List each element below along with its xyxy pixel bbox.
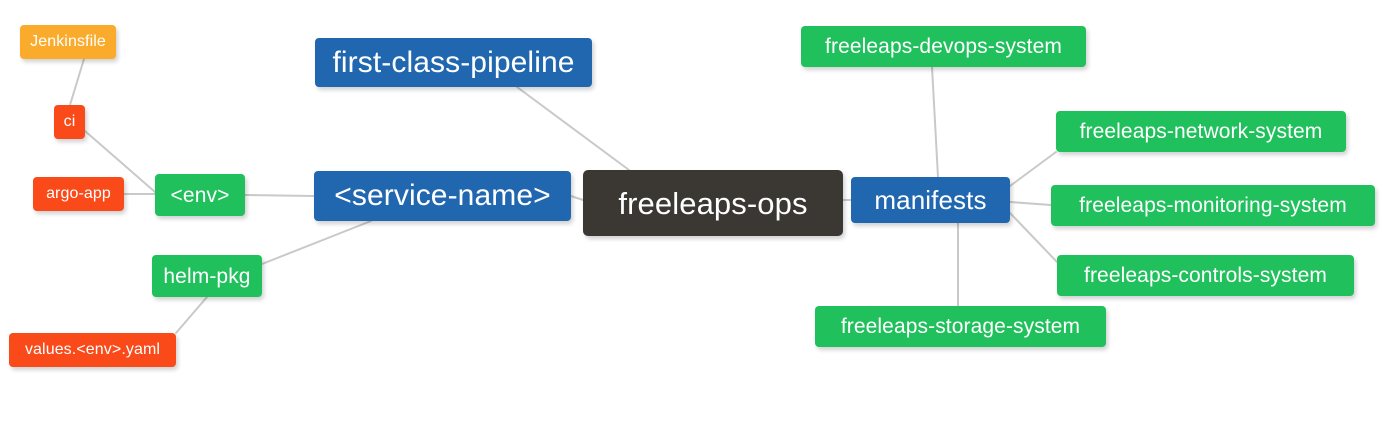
mindmap-node-monitoring-system[interactable]: freeleaps-monitoring-system: [1051, 185, 1375, 226]
mindmap-node-storage-system[interactable]: freeleaps-storage-system: [815, 306, 1106, 347]
edge-env-to-service-name: [244, 194, 315, 197]
mindmap-node-first-class-pipeline[interactable]: first-class-pipeline: [315, 38, 592, 87]
edge-manifests-to-network-system: [1009, 151, 1057, 187]
mindmap-node-ci[interactable]: ci: [54, 105, 85, 139]
mindmap-node-controls-system[interactable]: freeleaps-controls-system: [1057, 255, 1354, 296]
mindmap-node-manifests[interactable]: manifests: [851, 177, 1010, 223]
edge-jenkinsfile-to-ci: [69, 58, 85, 106]
mindmap-node-service-name[interactable]: <service-name>: [314, 171, 571, 221]
mindmap-node-network-system[interactable]: freeleaps-network-system: [1056, 111, 1346, 152]
edge-helm-pkg-to-service-name: [261, 220, 372, 265]
mindmap-node-env[interactable]: <env>: [155, 174, 245, 216]
edge-first-class-pipeline-to-freeleaps-ops: [516, 86, 630, 171]
edge-service-name-to-freeleaps-ops: [570, 195, 584, 201]
mindmap-node-helm-pkg[interactable]: helm-pkg: [152, 255, 262, 297]
edge-manifests-to-devops-system: [931, 66, 939, 178]
mindmap-node-values-env-yaml[interactable]: values.<env>.yaml: [9, 333, 176, 367]
mindmap-node-jenkinsfile[interactable]: Jenkinsfile: [20, 25, 116, 59]
edge-manifests-to-controls-system: [1009, 212, 1058, 263]
mindmap-node-argo-app[interactable]: argo-app: [33, 177, 124, 211]
mindmap-node-freeleaps-ops[interactable]: freeleaps-ops: [583, 170, 843, 236]
edge-values-env-yaml-to-helm-pkg: [175, 296, 208, 334]
edge-manifests-to-monitoring-system: [1009, 201, 1052, 206]
mindmap-node-devops-system[interactable]: freeleaps-devops-system: [801, 26, 1086, 67]
